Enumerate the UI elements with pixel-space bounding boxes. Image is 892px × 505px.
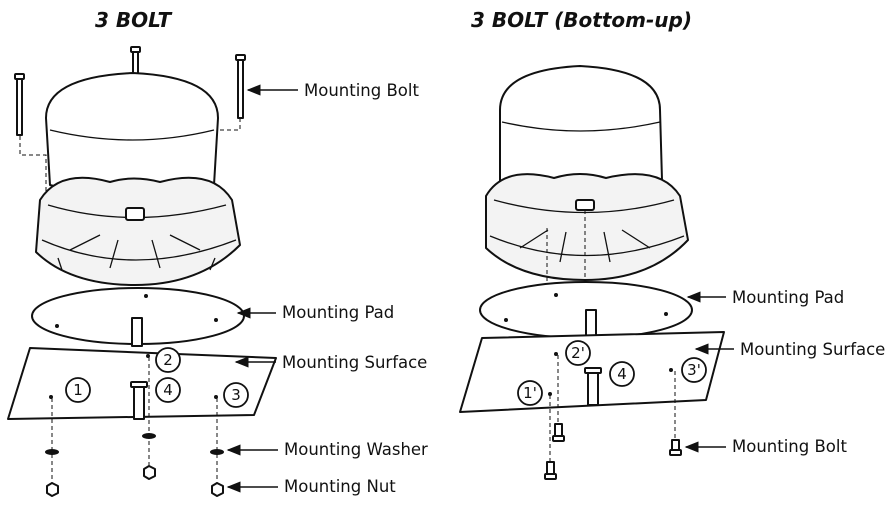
left-title: 3 BOLT (95, 8, 173, 32)
svg-text:1': 1' (523, 384, 537, 402)
step-circle: 3' (681, 357, 707, 383)
svg-text:1: 1 (73, 381, 83, 399)
nut-1 (46, 482, 59, 497)
bolt-left (14, 73, 25, 136)
right-assembly: 2' 1' 3' 4 Mounting Pad Mounting Surface… (459, 65, 885, 480)
left-assembly: 1 2 3 4 Mounting Bolt Mounting Pad Mount… (7, 46, 428, 497)
washer-2 (142, 433, 156, 439)
step-circle: 4 (155, 377, 181, 403)
right-title: 3 BOLT (Bottom-up) (471, 8, 692, 32)
label-mounting-pad-right: Mounting Pad (732, 288, 844, 307)
right-mounting-pad (479, 281, 693, 339)
washer-1 (45, 449, 59, 455)
svg-text:2': 2' (571, 344, 585, 362)
step-circle: 1 (65, 377, 91, 403)
svg-text:2: 2 (163, 351, 173, 369)
svg-text:3: 3 (231, 386, 241, 404)
label-mounting-surface: Mounting Surface (282, 353, 427, 372)
label-mounting-surface-right: Mounting Surface (740, 340, 885, 359)
svg-text:3': 3' (687, 361, 701, 379)
left-mounting-pad (31, 287, 245, 347)
label-mounting-pad: Mounting Pad (282, 303, 394, 322)
bottom-bolt-1 (552, 423, 565, 442)
washer-3 (210, 449, 224, 455)
label-mounting-bolt-right: Mounting Bolt (732, 437, 847, 456)
svg-text:4: 4 (617, 365, 627, 383)
nut-3 (211, 482, 224, 497)
nut-2 (143, 465, 156, 480)
bottom-bolt-3 (669, 439, 682, 456)
step-circle: 1' (517, 380, 543, 406)
step-circle: 2' (565, 340, 591, 366)
right-beacon (485, 65, 689, 300)
bottom-bolt-2 (544, 461, 557, 480)
step-circle: 4 (609, 361, 635, 387)
step-circle: 2 (155, 347, 181, 373)
left-beacon (35, 72, 241, 286)
step-circle: 3 (223, 382, 249, 408)
bolt-right (235, 54, 246, 119)
svg-text:4: 4 (163, 381, 173, 399)
label-mounting-bolt: Mounting Bolt (304, 81, 419, 100)
label-mounting-washer: Mounting Washer (284, 440, 428, 459)
label-mounting-nut: Mounting Nut (284, 477, 396, 496)
